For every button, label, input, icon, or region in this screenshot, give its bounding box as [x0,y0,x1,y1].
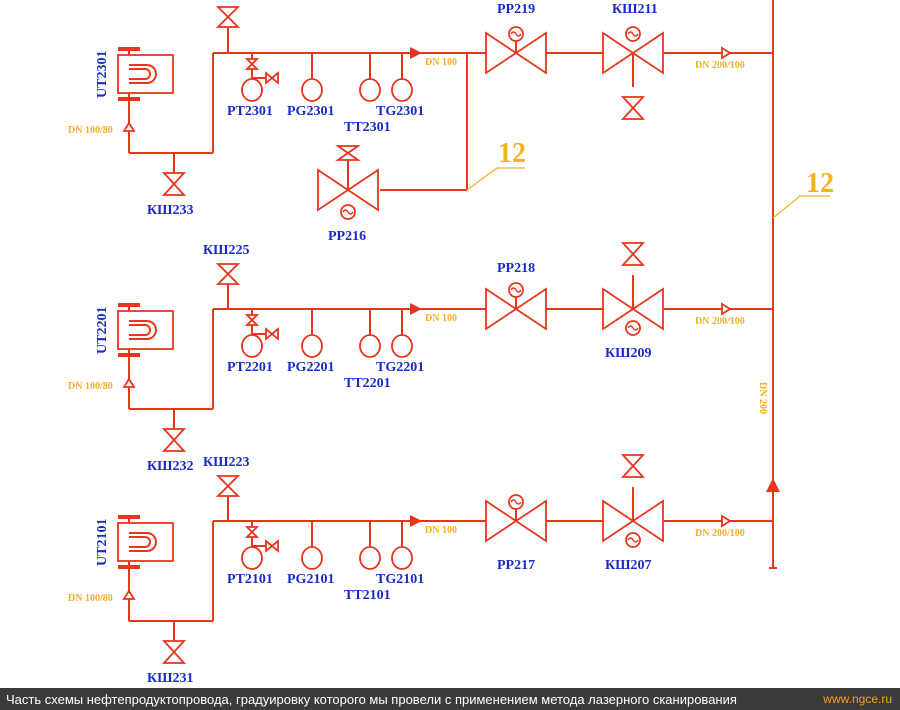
inlet-reducer-icon [721,46,732,60]
dn-inlet-label: DN 200/100 [695,60,745,71]
inlet-valve-label: КШ207 [605,558,652,573]
tt-label: TT2101 [344,588,391,603]
tank-label: UT2301 [95,51,110,98]
footer-site-link[interactable]: www.ngce.ru [823,692,892,706]
dn-main-label: DN 100 [425,313,457,324]
reducer-icon [122,589,136,600]
pg-label: PG2101 [287,572,334,587]
valve-КШ231[interactable] [161,640,187,664]
tt-sensor-icon [359,334,381,358]
stand-valve-label: КШ225 [203,243,250,258]
dn-left-label: DN 100/80 [68,125,113,136]
pg-gauge-icon [301,334,323,358]
tt-label: TT2201 [344,376,391,391]
pg-gauge-icon [301,546,323,570]
dn-left-label: DN 100/80 [68,593,113,604]
footer-caption: Часть схемы нефтепродуктопровода, градуи… [6,691,737,707]
reg-valve-label: PP217 [497,558,535,573]
tg-label: TG2101 [376,572,424,587]
tank-r3 [117,47,174,101]
pt-gauge-icon [241,546,263,570]
branch-valve-label: PP216 [328,229,366,244]
tank-label: UT2101 [95,519,110,566]
tt-sensor-icon [359,546,381,570]
stand-valve-label: КШ223 [203,455,250,470]
tank-r1 [117,515,174,569]
valve-PP218[interactable] [485,282,547,331]
valve-stand-r2[interactable] [215,263,241,285]
callout-leader-header [772,195,830,219]
bottom-valve-label: КШ232 [147,459,194,474]
valve-КШ207[interactable] [602,454,664,548]
pt-label: PT2101 [227,572,273,587]
pt-label: PT2201 [227,360,273,375]
inlet-valve-label: КШ209 [605,346,652,361]
inlet-reducer-icon [721,514,732,528]
pt-gauge-icon [241,78,263,102]
tg-label: TG2301 [376,104,424,119]
pt-isolation-valve-icon [244,58,279,85]
pg-label: PG2201 [287,360,334,375]
flow-arrow-icon [410,47,422,59]
flow-arrow-icon [410,303,422,315]
valve-КШ211[interactable] [602,26,664,120]
valve-КШ209[interactable] [602,242,664,336]
flow-arrow-icon [410,515,422,527]
valve-КШ233[interactable] [161,172,187,196]
valve-stand-r3[interactable] [215,6,241,28]
valve-stand-r1[interactable] [215,475,241,497]
reducer-icon [122,377,136,388]
tg-sensor-icon [391,334,413,358]
valve-КШ232[interactable] [161,428,187,452]
tg-label: TG2201 [376,360,424,375]
dn-left-label: DN 100/80 [68,381,113,392]
footer-bar: Часть схемы нефтепродуктопровода, градуи… [0,688,900,710]
branch-valve-pp216[interactable] [317,145,379,220]
pg-label: PG2301 [287,104,334,119]
tt-label: TT2301 [344,120,391,135]
valve-PP217[interactable] [485,494,547,543]
callout-label-branch: 12 [498,138,526,169]
pt-gauge-icon [241,334,263,358]
callout-leader-branch [466,167,525,191]
header-flow-arrow-icon [766,478,780,492]
bottom-valve-label: КШ231 [147,671,194,686]
reg-valve-label: PP219 [497,2,535,17]
reducer-icon [122,121,136,132]
pg-gauge-icon [301,78,323,102]
tank-label: UT2201 [95,307,110,354]
pt-isolation-valve-icon [244,314,279,341]
bottom-valve-label: КШ233 [147,203,194,218]
pt-label: PT2301 [227,104,273,119]
pt-isolation-valve-icon [244,526,279,553]
inlet-valve-label: КШ211 [612,2,658,17]
header-dn-label: DN 200 [757,382,768,414]
tg-sensor-icon [391,78,413,102]
tank-r2 [117,303,174,357]
dn-main-label: DN 100 [425,525,457,536]
inlet-reducer-icon [721,302,732,316]
callout-label-header: 12 [806,168,834,199]
dn-inlet-label: DN 200/100 [695,528,745,539]
valve-PP219[interactable] [485,26,547,75]
tg-sensor-icon [391,546,413,570]
dn-main-label: DN 100 [425,57,457,68]
tt-sensor-icon [359,78,381,102]
reg-valve-label: PP218 [497,261,535,276]
dn-inlet-label: DN 200/100 [695,316,745,327]
